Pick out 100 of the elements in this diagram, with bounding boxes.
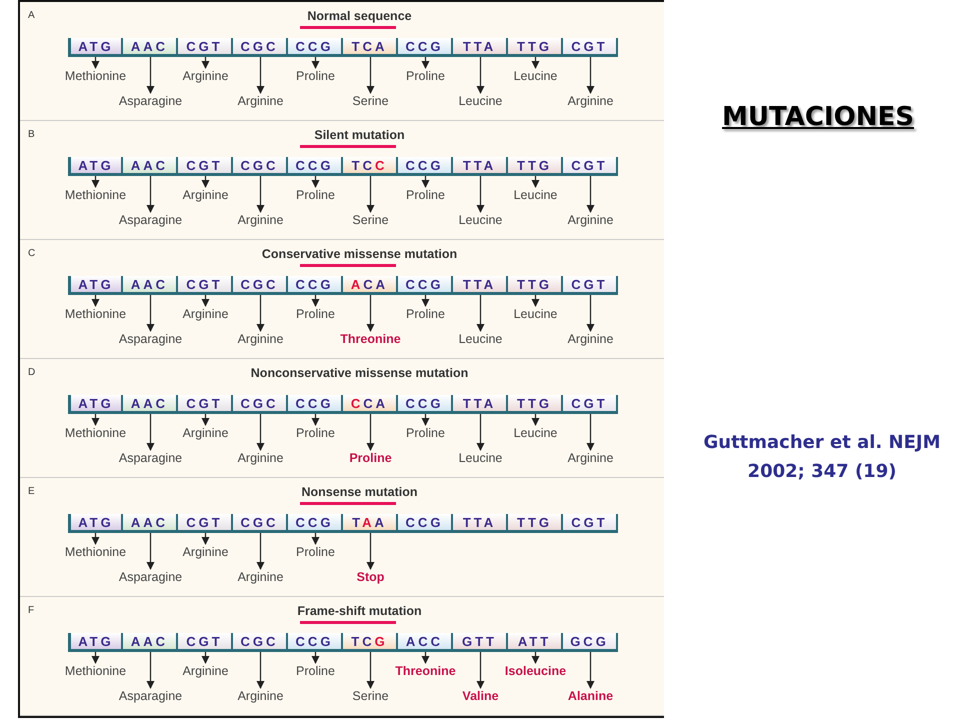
panel-heading: Conservative missense mutation [262,247,458,261]
amino-acid-label: Proline [406,426,445,441]
amino-acid-label: Proline [406,307,445,322]
amino-acid-label: Leucine [458,94,502,109]
panel-heading: Nonsense mutation [302,485,418,499]
codon-box: CCG [288,157,343,176]
codon-box: AAC [123,276,178,295]
codon-box: CGC [233,395,288,414]
amino-acid-label: Methionine [64,664,126,679]
arrow [586,414,594,451]
codon-box: TTG [508,38,563,57]
arrow [202,652,210,664]
codon-box: TTA [453,514,508,533]
amino-acid-label: Threonine [340,332,401,347]
arrow [312,414,320,426]
codon-box: TTG [508,276,563,295]
codon-box: TTA [453,38,508,57]
amino-acid-label: Leucine [514,307,558,322]
citation-text: Guttmacher et al. NEJM 2002; 347 (19) [702,431,942,484]
amino-acid-label: Methionine [64,307,126,322]
amino-acid-label: Proline [296,545,335,560]
amino-acid-label: Arginine [182,545,228,560]
arrow [146,414,154,451]
arrow [202,414,210,426]
arrow [256,414,264,451]
codon-box: TTA [453,395,508,414]
codon-box: TTG [508,157,563,176]
arrow [476,176,484,213]
codon-box: TCA [343,38,398,57]
codon-box: GTT [453,633,508,652]
codon-box: AAC [123,633,178,652]
arrow [146,533,154,570]
arrow [532,652,540,664]
arrow [532,295,540,307]
arrow [532,176,540,188]
codon-box: TTG [508,514,563,533]
amino-acid-label: Asparagine [118,451,182,466]
arrow [312,652,320,664]
amino-acid-label: Arginine [568,332,614,347]
codon-box: CGT [563,514,618,533]
arrow [586,57,594,94]
panel-heading: Silent mutation [314,128,405,142]
amino-acid-label: Arginine [238,332,284,347]
arrow [422,57,430,69]
amino-acid-label: Arginine [182,69,228,84]
amino-acid-label: Asparagine [118,570,182,585]
amino-acid-label: Stop [356,570,384,585]
arrow [256,176,264,213]
arrow [366,533,374,570]
amino-acid-label: Isoleucine [504,664,566,679]
codon-box: CCG [398,395,453,414]
amino-acid-label: Arginine [238,94,284,109]
codon-box: CCG [398,38,453,57]
codon-box: CCG [288,633,343,652]
amino-acid-label: Arginine [568,213,614,228]
codon-box: ATT [508,633,563,652]
codon-box: ATG [68,38,123,57]
codon-box: CGC [233,514,288,533]
arrow [256,57,264,94]
arrow [312,533,320,545]
codon-box: CGC [233,38,288,57]
codon-box: AAC [123,157,178,176]
arrow [312,57,320,69]
amino-acid-label: Proline [406,188,445,203]
amino-acid-label: Arginine [238,451,284,466]
codon-box: TTA [453,157,508,176]
panel-letter: E [28,486,35,497]
arrow [256,533,264,570]
codon-box: CCG [398,514,453,533]
amino-acid-label: Asparagine [118,213,182,228]
amino-acid-label: Leucine [514,69,558,84]
codon-box: CGC [233,633,288,652]
codon-box: AAC [123,395,178,414]
codon-box: AAC [123,38,178,57]
amino-acid-label: Valine [462,689,499,704]
arrow [146,57,154,94]
arrow [92,414,100,426]
arrow [476,414,484,451]
amino-acid-label: Proline [296,426,335,441]
amino-acid-label: Leucine [514,426,558,441]
amino-acid-label: Asparagine [118,94,182,109]
arrow [202,176,210,188]
amino-acid-label: Methionine [64,188,126,203]
codon-box: CCG [288,395,343,414]
codon-box: ATG [68,157,123,176]
codon-box: AAC [123,514,178,533]
arrow [422,652,430,664]
amino-acid-label: Leucine [514,188,558,203]
arrow [312,295,320,307]
codon-box: TTA [453,276,508,295]
arrow [422,295,430,307]
arrow [366,57,374,94]
panel-heading: Nonconservative missense mutation [250,366,468,380]
arrow [366,414,374,451]
amino-acid-label: Proline [296,664,335,679]
codon-box: ACC [398,633,453,652]
arrow [586,176,594,213]
amino-acid-label: Methionine [64,426,126,441]
codon-box: CGC [233,157,288,176]
amino-acid-label: Methionine [64,545,126,560]
